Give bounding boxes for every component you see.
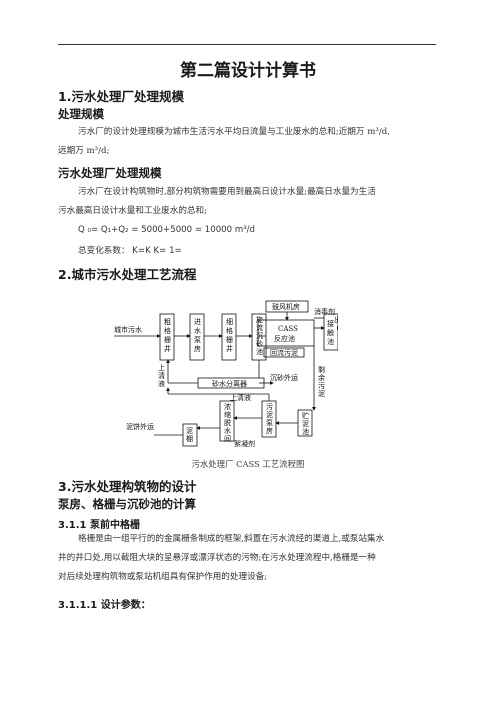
label-return-sludge: 回流污泥 [270, 348, 298, 357]
para-line: 格栅是由一组平行的的金属栅条制成的框架,斜置在污水流经的渠道上,或泵站集水 [78, 534, 385, 544]
label-fine-screen: 细格栅井 [226, 317, 233, 353]
section-3-paragraph: 格栅是由一组平行的的金属栅条制成的框架,斜置在污水流经的渠道上,或泵站集水 井的… [58, 530, 440, 587]
label-city-sewage: 城市污水 [114, 325, 142, 334]
para-line: 井的井口处,用以截阻大块的呈悬浮或漂浮状态的污物;在污水处理流程中,格栅是一种 [58, 553, 376, 563]
para-line: 污水最高日设计水量和工业废水的总和; [58, 206, 207, 216]
label-grit-chamber: 旋流沉砂池 [256, 315, 263, 356]
para-line: 远期万 m³/d; [58, 146, 110, 156]
section-1-heading: 1.污水处理厂处理规模 [58, 89, 184, 104]
process-flow-diagram: 城市污水 粗格栅井 进水泵房 细格栅井 旋流沉砂池 鼓风机房 CASS 反应池 … [114, 300, 338, 448]
label-sand-separator: 砂水分离器 [212, 379, 247, 388]
section-3-heading: 3.污水处理构筑物的设计 [58, 479, 197, 494]
label-reactor: 反应池 [274, 334, 295, 343]
para-line: 对后续处理构筑物或泵站机组具有保护作用的处理设备; [58, 572, 268, 582]
label-sand-out: 沉砂外运 [270, 373, 298, 382]
label-disinfection: 消毒剂 [314, 307, 335, 316]
para-line: 污水厂在设计构筑物时,部分构筑物需要用到最高日设计水量;最高日水量为生活 [78, 187, 376, 197]
label-sludge-pump: 污泥泵房 [266, 403, 273, 435]
header-rule [58, 44, 436, 45]
label-supernatant-1: 上清液 [158, 363, 165, 388]
section-2-heading: 2.城市污水处理工艺流程 [58, 267, 197, 282]
label-sludge-storage: 贮泥池 [302, 411, 309, 436]
label-outlet: 出水 [334, 315, 338, 324]
contact-tank-box [323, 313, 338, 351]
label-coarse-screen: 粗格栅井 [164, 317, 171, 353]
label-sludge-out: 泥饼外运 [126, 422, 154, 431]
label-dewatering: 浓缩脱水间 [224, 402, 231, 443]
label-blower-room: 鼓风机房 [272, 302, 300, 311]
flow-formula: Q ₀= Q₁+Q₂ = 5000+5000 = 10000 m³/d [78, 225, 255, 235]
label-cass: CASS [278, 325, 298, 333]
variation-coefficient: 总变化系数： K=K K= 1= [78, 246, 182, 256]
section-3-1-1-1-heading: 3.1.1.1 设计参数： [58, 600, 151, 611]
diagram-caption: 污水处理厂 CASS 工艺流程图 [191, 459, 305, 469]
page-title: 第二篇设计计算书 [180, 61, 316, 81]
label-excess-sludge: 剩余污泥 [318, 365, 325, 398]
dewatering-box [219, 400, 235, 442]
section-1-paragraph-2: 污水厂在设计构筑物时,部分构筑物需要用到最高日设计水量;最高日水量为生活 污水最… [58, 183, 440, 221]
section-1-paragraph-1: 污水厂的设计处理规模为城市生活污水平均日流量与工业废水的总和;近期万 m³/d,… [58, 123, 440, 161]
return-sludge-box [263, 347, 305, 358]
para-line: 污水厂的设计处理规模为城市生活污水平均日流量与工业废水的总和;近期万 m³/d, [78, 127, 390, 137]
label-contact-tank: 接触池 [327, 319, 334, 346]
label-sludge-shed: 泥棚 [186, 427, 193, 443]
label-lift-pump: 进水泵房 [194, 318, 201, 353]
section-1-sub-plant-scale: 污水处理厂处理规模 [58, 166, 162, 180]
section-3-1-1-heading: 3.1.1 泵前中格栅 [58, 520, 140, 531]
section-3-sub-calc: 泵房、格栅与沉砂池的计算 [58, 497, 196, 511]
label-flocculant: 絮凝剂 [234, 439, 255, 448]
label-supernatant-2: 上清液 [230, 393, 251, 402]
section-1-sub-scale: 处理规模 [58, 107, 104, 121]
